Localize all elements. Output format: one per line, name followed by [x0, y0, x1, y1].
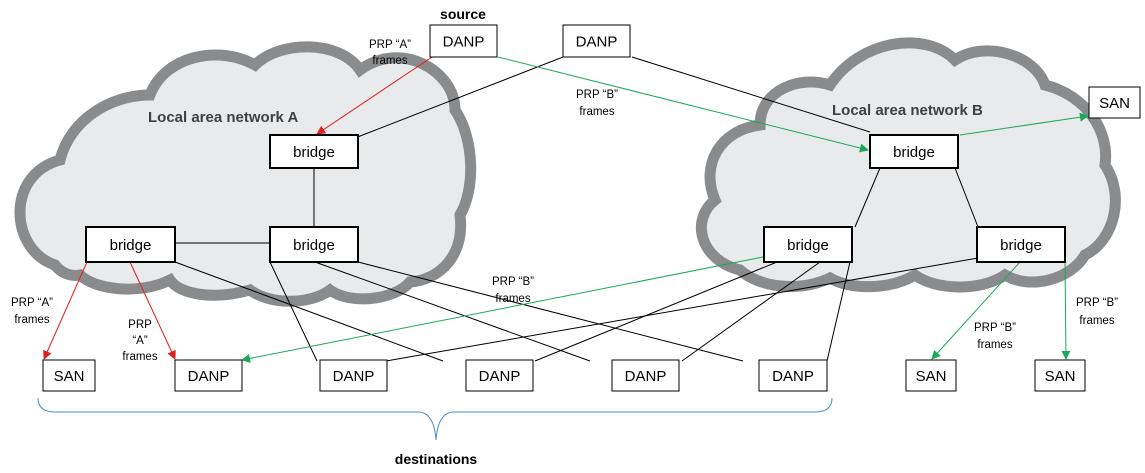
frame-label-a-danp-3: frames	[122, 351, 157, 363]
bridge-b-top-node: bridge	[869, 134, 959, 169]
link-bridgealeft-danp3	[174, 261, 444, 362]
source-label: source	[440, 6, 486, 22]
danp-bottom-5-node: DANP	[758, 359, 828, 392]
frame-label-a-source-2: frames	[372, 55, 407, 67]
prp-a-arrows	[43, 56, 433, 360]
frame-label-a-san-1: PRP “A”	[11, 297, 53, 309]
cloud-b-title: Local area network B	[832, 102, 983, 119]
frame-label-b-san2-2: frames	[977, 339, 1012, 351]
cloud-lan-a: Local area network A	[14, 41, 477, 307]
frame-label-b-san3-2: frames	[1079, 315, 1114, 327]
frame-label-a-source-1: PRP “A”	[369, 39, 411, 51]
san-right-top-label: SAN	[1099, 95, 1130, 112]
bridge-a-mid-label: bridge	[293, 237, 335, 254]
frame-label-a-danp-2: “A”	[132, 335, 148, 347]
danp-source-node: DANP	[429, 24, 498, 58]
frame-label-b-san2-1: PRP “B”	[974, 322, 1016, 334]
cloud-a-title: Local area network A	[148, 109, 298, 126]
bridge-a-top-node: bridge	[269, 134, 359, 169]
san-bottom-3-label: SAN	[1045, 368, 1076, 385]
danp-bottom-2-label: DANP	[333, 368, 375, 385]
frame-label-b-source-1: PRP “B”	[576, 89, 618, 101]
san-bottom-1-node: SAN	[42, 359, 96, 392]
bridge-a-left-label: bridge	[110, 237, 152, 254]
danp-bottom-4-label: DANP	[625, 368, 667, 385]
arrow-a-bridgealeft-san1	[43, 261, 88, 360]
frame-label-b-mid-1: PRP “B”	[492, 276, 534, 288]
destinations-label: destinations	[395, 451, 478, 467]
link-bridgebleft-danp3	[681, 261, 821, 362]
san-right-top-node: SAN	[1088, 86, 1141, 119]
san-bottom-3-node: SAN	[1034, 359, 1086, 392]
prp-b-arrows	[241, 56, 1089, 363]
frame-label-a-san-2: frames	[14, 314, 49, 326]
danp-top-node: DANP	[562, 24, 631, 58]
bridge-b-left-label: bridge	[787, 237, 829, 254]
link-bridgebright-danp1	[385, 257, 979, 362]
frame-label-b-mid-2: frames	[495, 293, 530, 305]
link-bridgebtop-bridgebleft	[854, 167, 881, 228]
link-bridgeamid-danp4	[314, 261, 591, 362]
frame-label-b-source-2: frames	[579, 106, 614, 118]
link-danptop-bridgeatop	[354, 56, 564, 139]
danp-bottom-5-label: DANP	[772, 368, 814, 385]
arrow-b-bridgebtop-san	[959, 112, 1089, 136]
bridge-a-mid-node: bridge	[269, 226, 359, 263]
arrow-b-bridgebright-san2	[931, 261, 1021, 360]
arrow-b-bridgebright-san3	[1061, 261, 1071, 360]
arrow-a-bridgealeft-danp0	[129, 261, 176, 360]
danp-bottom-3-label: DANP	[479, 368, 521, 385]
bridge-a-left-node: bridge	[85, 226, 176, 263]
bridge-a-top-label: bridge	[293, 144, 335, 161]
arrow-a-source-bridgeatop	[316, 56, 433, 135]
bridge-b-right-label: bridge	[1000, 237, 1042, 254]
network-links	[174, 56, 979, 362]
arrow-b-source-bridgebtop	[497, 56, 869, 153]
danp-bottom-1-label: DANP	[188, 368, 230, 385]
bridge-b-right-node: bridge	[976, 226, 1066, 263]
frame-label-b-san3-1: PRP “B”	[1076, 297, 1118, 309]
san-bottom-2-label: SAN	[916, 368, 947, 385]
danp-bottom-1-node: DANP	[174, 359, 243, 392]
danp-bottom-2-node: DANP	[319, 359, 388, 392]
danp-source-label: DANP	[443, 34, 485, 51]
danp-top-label: DANP	[576, 34, 618, 51]
san-bottom-1-label: SAN	[54, 368, 85, 385]
link-bridgebleft-danp5	[826, 261, 851, 362]
destinations-brace	[37, 397, 833, 441]
san-bottom-2-node: SAN	[905, 359, 957, 392]
link-danptop-bridgebtop	[631, 56, 871, 133]
bridge-b-left-node: bridge	[763, 226, 853, 263]
link-bridgeamid-danp5	[357, 261, 744, 362]
bridge-b-top-label: bridge	[893, 144, 935, 161]
danp-bottom-4-node: DANP	[611, 359, 680, 392]
link-bridgeamid-danp1	[269, 261, 318, 362]
arrow-b-bridgebleft-danp0	[241, 256, 764, 363]
frame-label-a-danp-1: PRP	[128, 319, 152, 331]
link-bridgebtop-bridgebright	[954, 167, 979, 228]
link-bridgebleft-danp2	[534, 261, 778, 362]
danp-bottom-3-node: DANP	[465, 359, 534, 392]
